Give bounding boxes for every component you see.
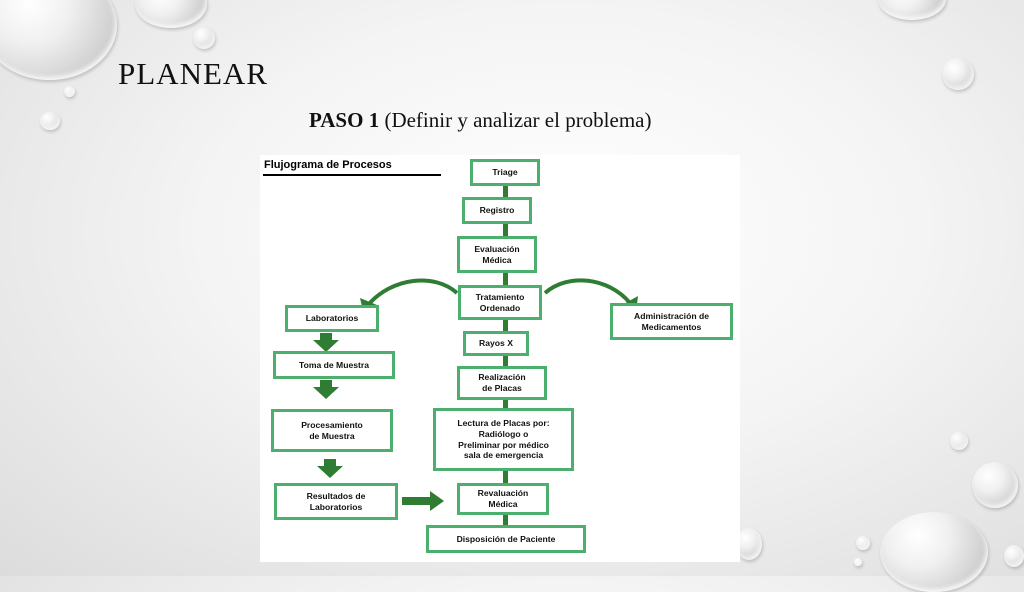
down-arrow — [503, 273, 508, 285]
node-resultados-laboratorios: Resultados de Laboratorios — [274, 483, 398, 520]
water-drop-decoration — [878, 0, 946, 20]
node-triage: Triage — [470, 159, 540, 186]
node-administracion-medicamentos: Administración de Medicamentos — [610, 303, 733, 340]
node-toma-muestra: Toma de Muestra — [273, 351, 395, 379]
water-drop-decoration — [1004, 545, 1024, 567]
water-drop-decoration — [135, 0, 207, 28]
water-drop-decoration — [64, 86, 75, 97]
water-drop-decoration — [193, 27, 215, 49]
node-registro: Registro — [462, 197, 532, 224]
node-disposicion-paciente: Disposición de Paciente — [426, 525, 586, 553]
water-drop-decoration — [0, 0, 117, 80]
water-drop-decoration — [950, 432, 968, 450]
process-flowchart: Flujograma de Procesos — [260, 155, 740, 562]
left-column-arrow — [313, 333, 339, 352]
flowchart-title-underline — [263, 174, 441, 176]
node-rayos-x: Rayos X — [463, 331, 529, 356]
water-drop-decoration — [972, 462, 1018, 508]
node-evaluacion-medica: Evaluación Médica — [457, 236, 537, 273]
water-drop-decoration — [40, 112, 60, 130]
water-drop-decoration — [856, 536, 870, 550]
node-realizacion-placas: Realización de Placas — [457, 366, 547, 400]
down-arrow — [503, 515, 508, 525]
right-arrow — [402, 491, 444, 511]
node-lectura-placas: Lectura de Placas por: Radiólogo o Preli… — [433, 408, 574, 471]
down-arrow — [503, 471, 508, 483]
down-arrow — [503, 356, 508, 366]
curved-arrow-right — [543, 278, 632, 305]
node-tratamiento-ordenado: Tratamiento Ordenado — [458, 285, 542, 320]
down-arrow — [503, 400, 508, 408]
water-drop-decoration — [880, 512, 988, 592]
left-column-arrow — [317, 459, 343, 478]
subtitle-description: (Definir y analizar el problema) — [379, 108, 652, 132]
flowchart-title: Flujograma de Procesos — [264, 159, 392, 171]
node-procesamiento-muestra: Procesamiento de Muestra — [271, 409, 393, 452]
down-arrow — [503, 224, 508, 236]
curved-arrow-left — [366, 278, 459, 307]
down-arrow — [503, 186, 508, 197]
node-revaluacion-medica: Revaluación Médica — [457, 483, 549, 515]
water-drop-decoration — [942, 58, 974, 90]
subtitle-step: PASO 1 — [309, 108, 380, 132]
node-laboratorios: Laboratorios — [285, 305, 379, 332]
slide-title: PLANEAR — [118, 56, 268, 91]
water-drop-decoration — [736, 528, 762, 560]
water-drop-decoration — [854, 558, 862, 566]
down-arrow — [503, 320, 508, 331]
left-column-arrow — [313, 380, 339, 399]
slide-subtitle: PASO 1 (Definir y analizar el problema) — [309, 108, 652, 133]
